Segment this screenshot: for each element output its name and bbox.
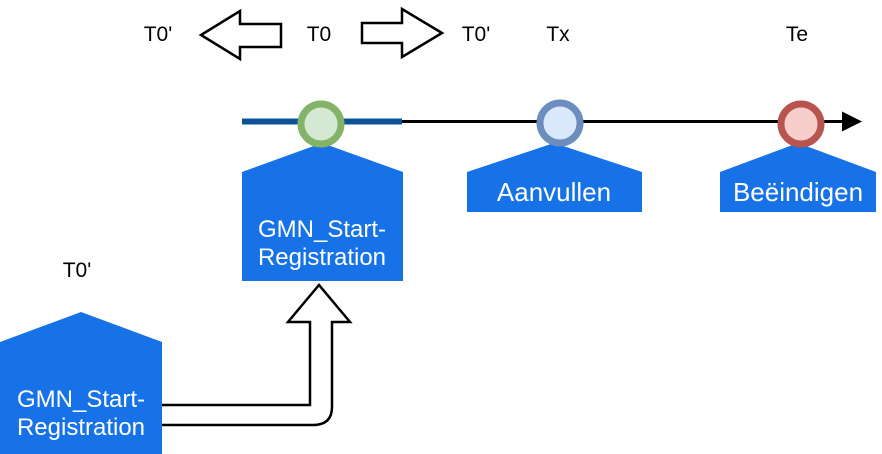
label-t0-prime-history: T0' (63, 259, 92, 282)
left-block-arrow-icon (198, 8, 283, 62)
timeline-arrowhead-icon (842, 111, 862, 132)
pentagon-aanvullen (467, 143, 642, 212)
pentagon-beeindigen (720, 143, 876, 212)
label-t0-prime-right: T0' (462, 23, 491, 46)
te-event-circle (777, 100, 825, 148)
t0-event-label-line2: Registration (258, 244, 386, 271)
label-te: Te (786, 23, 808, 46)
tx-event-label: Aanvullen (497, 177, 611, 207)
label-t0-prime-left: T0' (144, 23, 173, 46)
label-t0: T0 (307, 23, 332, 46)
label-tx: Tx (546, 23, 570, 46)
history-event-label-line1: GMN_Start- (17, 386, 145, 413)
right-block-arrow-icon (360, 6, 445, 60)
tx-event-circle (536, 99, 584, 147)
pentagon-gmn-start-registration (242, 143, 403, 281)
history-event-label-line2: Registration (17, 414, 145, 441)
te-event-label: Beëindigen (733, 177, 863, 207)
bent-up-arrow-connector-icon (162, 283, 353, 427)
pentagon-gmn-start-registration-history (0, 312, 162, 454)
t0-event-label-line1: GMN_Start- (258, 216, 386, 243)
t0-event-circle (297, 100, 345, 148)
